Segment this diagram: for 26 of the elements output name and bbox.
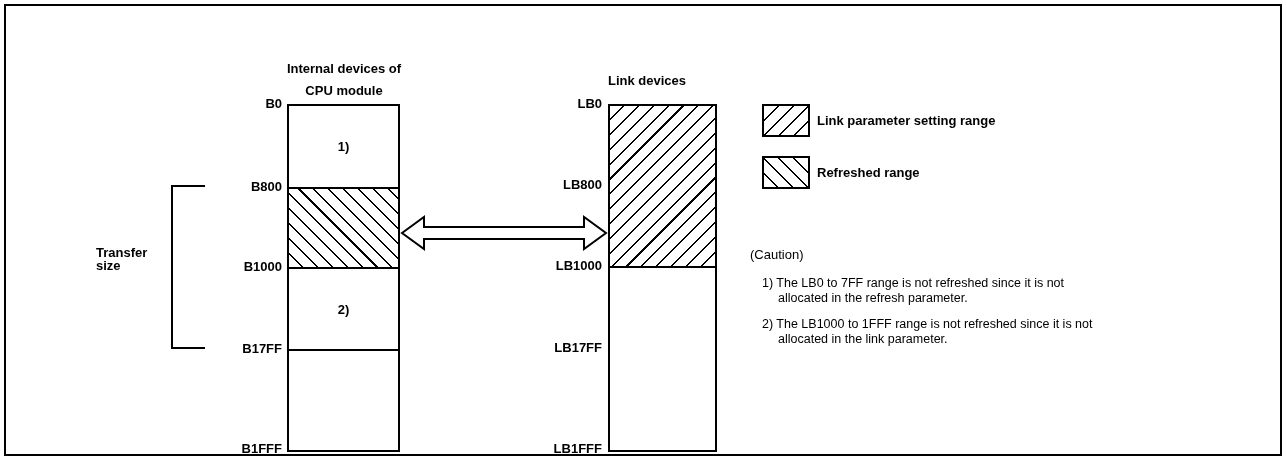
caution-heading: (Caution) — [750, 247, 805, 262]
note-text: 2) The LB1000 to 1FFF range is not refreshed since it is not allocated in the link parameter. — [762, 317, 1094, 347]
double-arrow — [400, 215, 608, 251]
address-label: B1FFF — [240, 441, 282, 456]
column-heading: Link devices — [608, 72, 688, 90]
range-number: 2) — [337, 301, 350, 317]
address-label: LB1000 — [554, 258, 602, 273]
address-label: B17FF — [241, 341, 282, 356]
legend-text: Link parameter setting range — [817, 113, 996, 128]
address-label: B800 — [249, 179, 282, 194]
bracket-label: Transfer size — [96, 246, 149, 272]
address-label: B1000 — [242, 259, 282, 274]
column-heading: Internal devices of CPU module — [285, 60, 403, 100]
address-label: LB800 — [561, 177, 602, 192]
legend-text: Refreshed range — [817, 165, 920, 180]
hatched-range — [287, 187, 400, 269]
note-text: 1) The LB0 to 7FF range is not refreshed since it is not allocated in the refresh parameter. — [762, 276, 1065, 306]
hatched-range — [608, 104, 717, 268]
address-label: LB17FF — [553, 340, 602, 355]
address-label: B0 — [264, 96, 282, 111]
memory-range — [287, 267, 400, 351]
memory-range — [287, 349, 400, 452]
address-label: LB1FFF — [552, 441, 602, 456]
range-number: 1) — [337, 139, 350, 154]
memory-range — [608, 266, 717, 452]
address-label: LB0 — [576, 96, 602, 111]
